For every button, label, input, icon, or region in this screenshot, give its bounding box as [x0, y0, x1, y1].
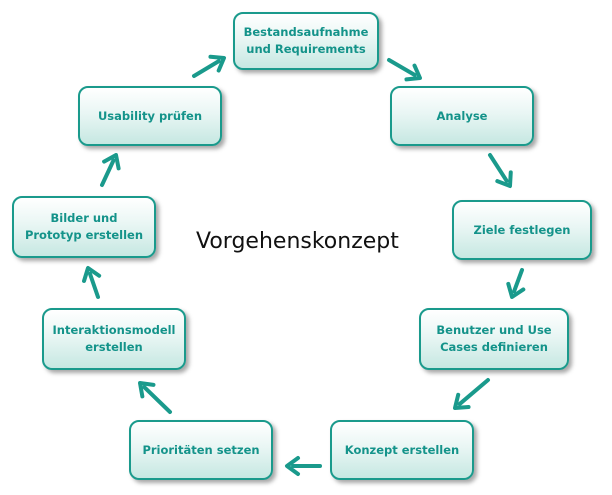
- arrow-4-to-5: [453, 378, 490, 410]
- step-analyse: Analyse: [390, 86, 534, 146]
- step-bestandsaufnahme: Bestandsaufnahme und Requirements: [233, 12, 379, 70]
- arrow-8-to-9: [100, 153, 121, 187]
- arrow-1-to-2: [387, 58, 422, 82]
- arrow-3-to-4: [506, 268, 526, 299]
- step-usability-pruefen: Usability prüfen: [78, 86, 222, 146]
- arrow-2-to-3: [488, 153, 513, 188]
- step-konzept-erstellen: Konzept erstellen: [330, 420, 474, 480]
- step-benutzer-use-cases: Benutzer und Use Cases definieren: [419, 308, 569, 370]
- arrow-7-to-8: [82, 266, 102, 299]
- diagram-title: Vorgehenskonzept: [196, 229, 399, 254]
- step-ziele-festlegen: Ziele festlegen: [452, 200, 592, 260]
- step-interaktionsmodell: Interaktionsmodell erstellen: [42, 308, 186, 370]
- arrow-9-to-1: [192, 54, 226, 78]
- step-prioritaeten-setzen: Prioritäten setzen: [129, 420, 273, 480]
- step-bilder-prototyp: Bilder und Prototyp erstellen: [12, 196, 156, 258]
- arrow-6-to-7: [138, 381, 172, 414]
- arrow-5-to-6: [285, 456, 322, 476]
